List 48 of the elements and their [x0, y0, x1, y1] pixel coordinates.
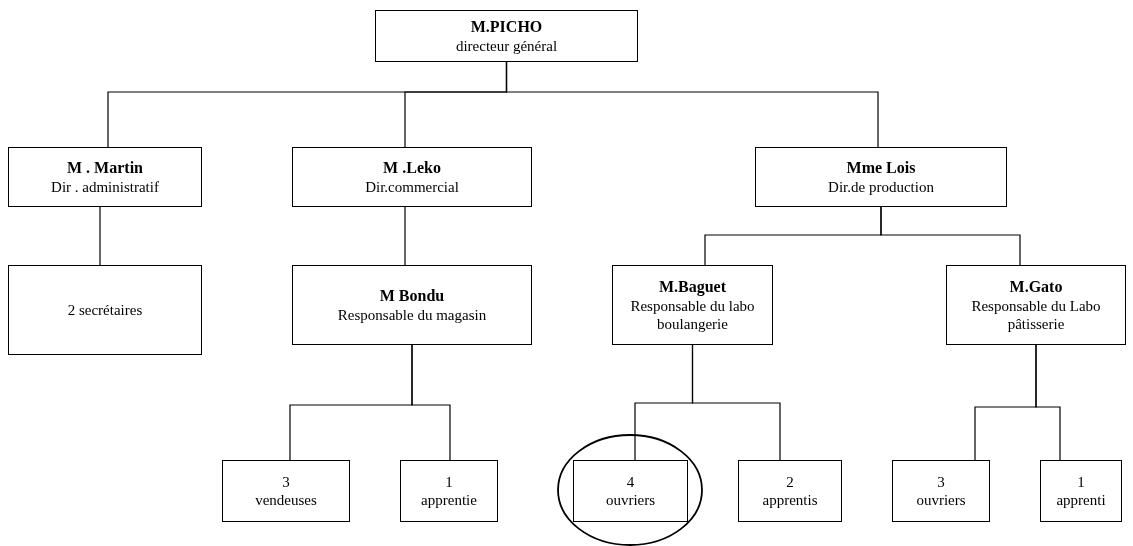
role-text: 2	[786, 473, 794, 491]
person-name: M.Baguet	[658, 277, 727, 297]
org-box	[892, 460, 990, 522]
role-text: Dir.commercial	[365, 177, 459, 196]
connector-line	[99, 206, 101, 266]
person-name: M . Martin	[67, 158, 143, 178]
person-name: M.PICHO	[470, 17, 543, 37]
connector-line	[880, 206, 1021, 266]
role-text: 3	[282, 473, 290, 491]
role-text: 1	[445, 473, 453, 491]
person-name: M .Leko	[383, 158, 441, 178]
org-box	[573, 460, 688, 522]
connector-line	[691, 344, 781, 461]
person-name: M Bondu	[379, 286, 445, 306]
connector-line	[404, 206, 406, 266]
role-text: apprenti	[1056, 491, 1106, 509]
org-box	[755, 147, 1007, 207]
org-box	[8, 265, 202, 355]
role-text: directeur général	[455, 36, 558, 55]
connector-line	[411, 344, 451, 461]
org-box	[738, 460, 842, 522]
role-text: Dir . administratif	[51, 177, 159, 196]
role-text: Responsable du Labo pâtisserie	[970, 296, 1102, 333]
role-text: 2 secrétaires	[67, 301, 143, 319]
role-text: apprentis	[762, 491, 818, 509]
org-box	[292, 265, 532, 345]
person-name: M.Gato	[1009, 277, 1063, 297]
role-text: Responsable du labo boulangerie	[629, 296, 756, 333]
role-text: apprentie	[421, 491, 477, 509]
org-box	[946, 265, 1126, 345]
org-box	[222, 460, 350, 522]
role-text: 4	[626, 473, 635, 491]
role-text: 3	[937, 473, 945, 491]
org-box	[292, 147, 532, 207]
role-text: ouvriers	[605, 491, 656, 509]
org-box	[612, 265, 773, 345]
org-box	[375, 10, 638, 62]
org-box	[400, 460, 498, 522]
role-text: vendeuses	[255, 491, 317, 509]
role-text: 1	[1077, 473, 1085, 491]
connector-line	[505, 61, 879, 148]
org-box	[1040, 460, 1122, 522]
org-box	[8, 147, 202, 207]
connector-line	[1035, 344, 1061, 461]
role-text: ouvriers	[916, 491, 966, 509]
role-text: Dir.de production	[828, 177, 934, 196]
person-name: Mme Lois	[846, 158, 916, 178]
role-text: Responsable du magasin	[337, 305, 487, 324]
